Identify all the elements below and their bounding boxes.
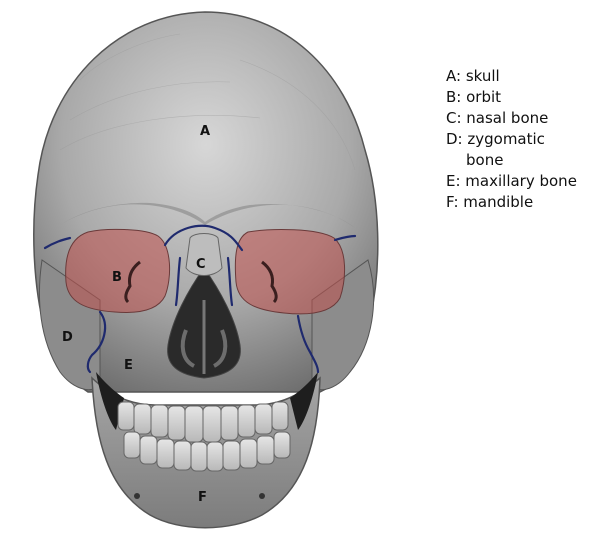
legend-item-nasal-bone: C: nasal bone [446,108,577,129]
marker-e: E [124,358,133,373]
marker-c: C [196,257,206,272]
marker-a: A [200,124,210,139]
mental-foramen-right [259,493,265,499]
legend-item-maxillary-bone: E: maxillary bone [446,171,577,192]
legend-item-zygomatic-bone: D: zygomatic [446,129,577,150]
legend-item-zygomatic-bone-cont: bone [446,150,577,171]
legend: A: skull B: orbit C: nasal bone D: zygom… [446,66,577,213]
orbit-right [235,230,344,314]
mental-foramen-left [134,493,140,499]
legend-item-mandible: F: mandible [446,192,577,213]
marker-d: D [62,330,73,345]
marker-f: F [198,490,207,505]
legend-item-skull: A: skull [446,66,577,87]
marker-b: B [112,270,122,285]
legend-item-orbit: B: orbit [446,87,577,108]
